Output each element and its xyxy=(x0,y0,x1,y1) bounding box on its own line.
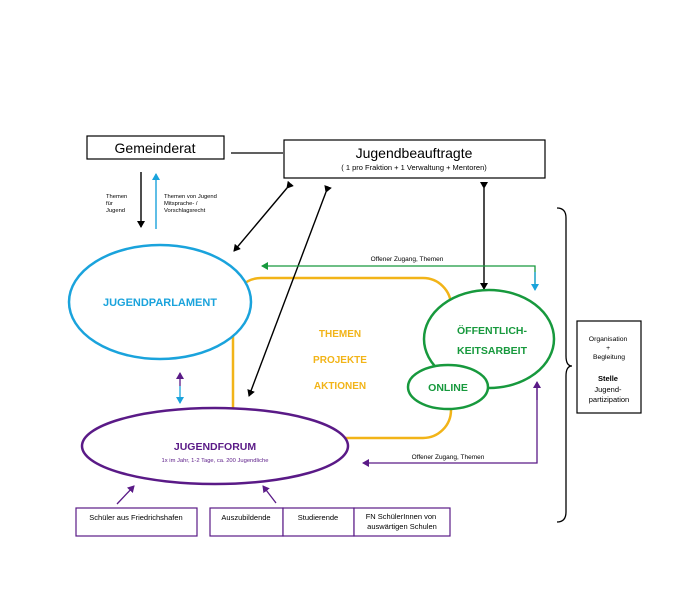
stelle-organisation: Organisation + Begleitung xyxy=(589,336,629,361)
offener-zugang-top-label: Offener Zugang, Themen xyxy=(371,256,444,263)
jugendforum-subtitle: 1x im Jahr, 1-2 Tage, ca. 200 Jugendlich… xyxy=(162,458,269,464)
jugendbeauftragte-box xyxy=(283,139,546,179)
offener-zugang-bottom-line xyxy=(362,386,538,467)
jb-jf-double-arrow xyxy=(247,184,332,397)
jugendparlament-label: JUGENDPARLAMENT xyxy=(103,297,217,309)
themen-von-jugend-label: Themen von Jugend Mitsprache- / Vorschla… xyxy=(164,194,218,214)
right-brace xyxy=(556,207,573,523)
gemeinderat-box xyxy=(86,135,225,160)
jugendforum-ellipse xyxy=(80,406,350,486)
schueler-to-jugendforum-arrow xyxy=(116,485,135,505)
fn-schueler-box xyxy=(353,507,451,537)
stelle-box xyxy=(576,320,642,414)
projekte-label: PROJEKTE xyxy=(313,355,367,366)
oeffentlichkeitsarbeit-label-2: KEITSARBEIT xyxy=(457,345,528,357)
themen-label: THEMEN xyxy=(319,329,361,340)
auszubildende-label: Auszubildende xyxy=(221,513,270,522)
stelle-title: Stelle Jugend- partizipation xyxy=(589,374,629,404)
themen-fuer-jugend-label: Themen für Jugend xyxy=(106,194,129,214)
online-ellipse xyxy=(406,363,490,411)
jugendparlament-ellipse xyxy=(67,243,253,361)
jugendforum-title: JUGENDFORUM xyxy=(174,441,257,453)
schueler-label: Schüler aus Friedrichshafen xyxy=(89,513,182,522)
offener-zugang-bottom-label: Offener Zugang, Themen xyxy=(412,454,485,461)
jugendbeauftragte-title: Jugendbeauftragte xyxy=(356,145,473,161)
aktionen-label: AKTIONEN xyxy=(314,381,366,392)
online-label: ONLINE xyxy=(428,382,468,394)
studierende-label: Studierende xyxy=(298,513,338,522)
gemeinderat-label: Gemeinderat xyxy=(115,140,196,156)
schueler-box xyxy=(75,507,198,537)
oeffentlichkeitsarbeit-label-1: ÖFFENTLICH- xyxy=(457,324,527,337)
studierende-box xyxy=(282,507,355,537)
auszubildende-to-jugendforum-arrow xyxy=(262,485,277,504)
fn-schueler-label: FN SchülerInnen von auswärtigen Schulen xyxy=(366,512,439,531)
jb-jp-double-arrow xyxy=(233,180,294,252)
jugendbeauftragte-subtitle: ( 1 pro Fraktion + 1 Verwaltung + Mentor… xyxy=(341,163,487,172)
